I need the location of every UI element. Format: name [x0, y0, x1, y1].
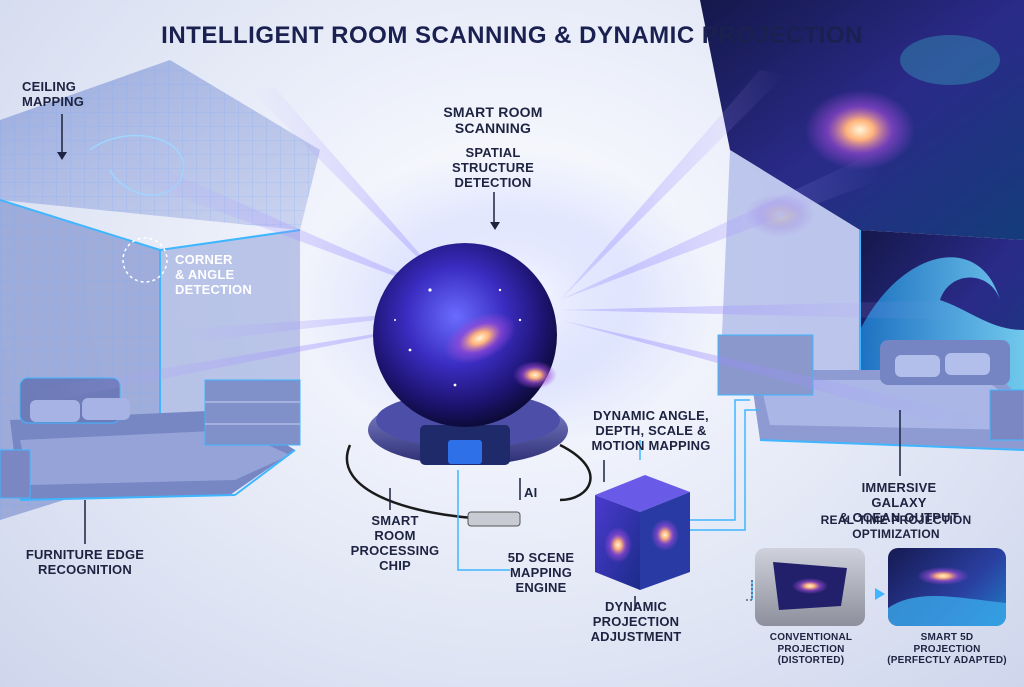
label-immersive-output: IMMERSIVE GALAXY& OCEAN OUTPUT [839, 480, 959, 525]
projection-cube [595, 475, 690, 590]
galaxy-orb [345, 243, 592, 527]
label-ai: AI [524, 485, 538, 500]
label-realtime-optimization: REAL-TIME PROJECTION OPTIMIZATION [820, 513, 972, 541]
conventional-projection-image [755, 548, 865, 626]
left-room [0, 60, 320, 520]
page-title: INTELLIGENT ROOM SCANNING & DYNAMIC PROJ… [161, 22, 863, 49]
connector-lines [457, 399, 760, 600]
smart-5d-projection-image [888, 548, 1006, 626]
compare-arrow [875, 588, 885, 600]
right-room [700, 0, 1024, 451]
usb-plug [467, 511, 521, 527]
label-dynamic-angle: DYNAMIC ANGLE,DEPTH, SCALE &MOTION MAPPI… [591, 408, 711, 453]
arrows [61, 114, 901, 610]
